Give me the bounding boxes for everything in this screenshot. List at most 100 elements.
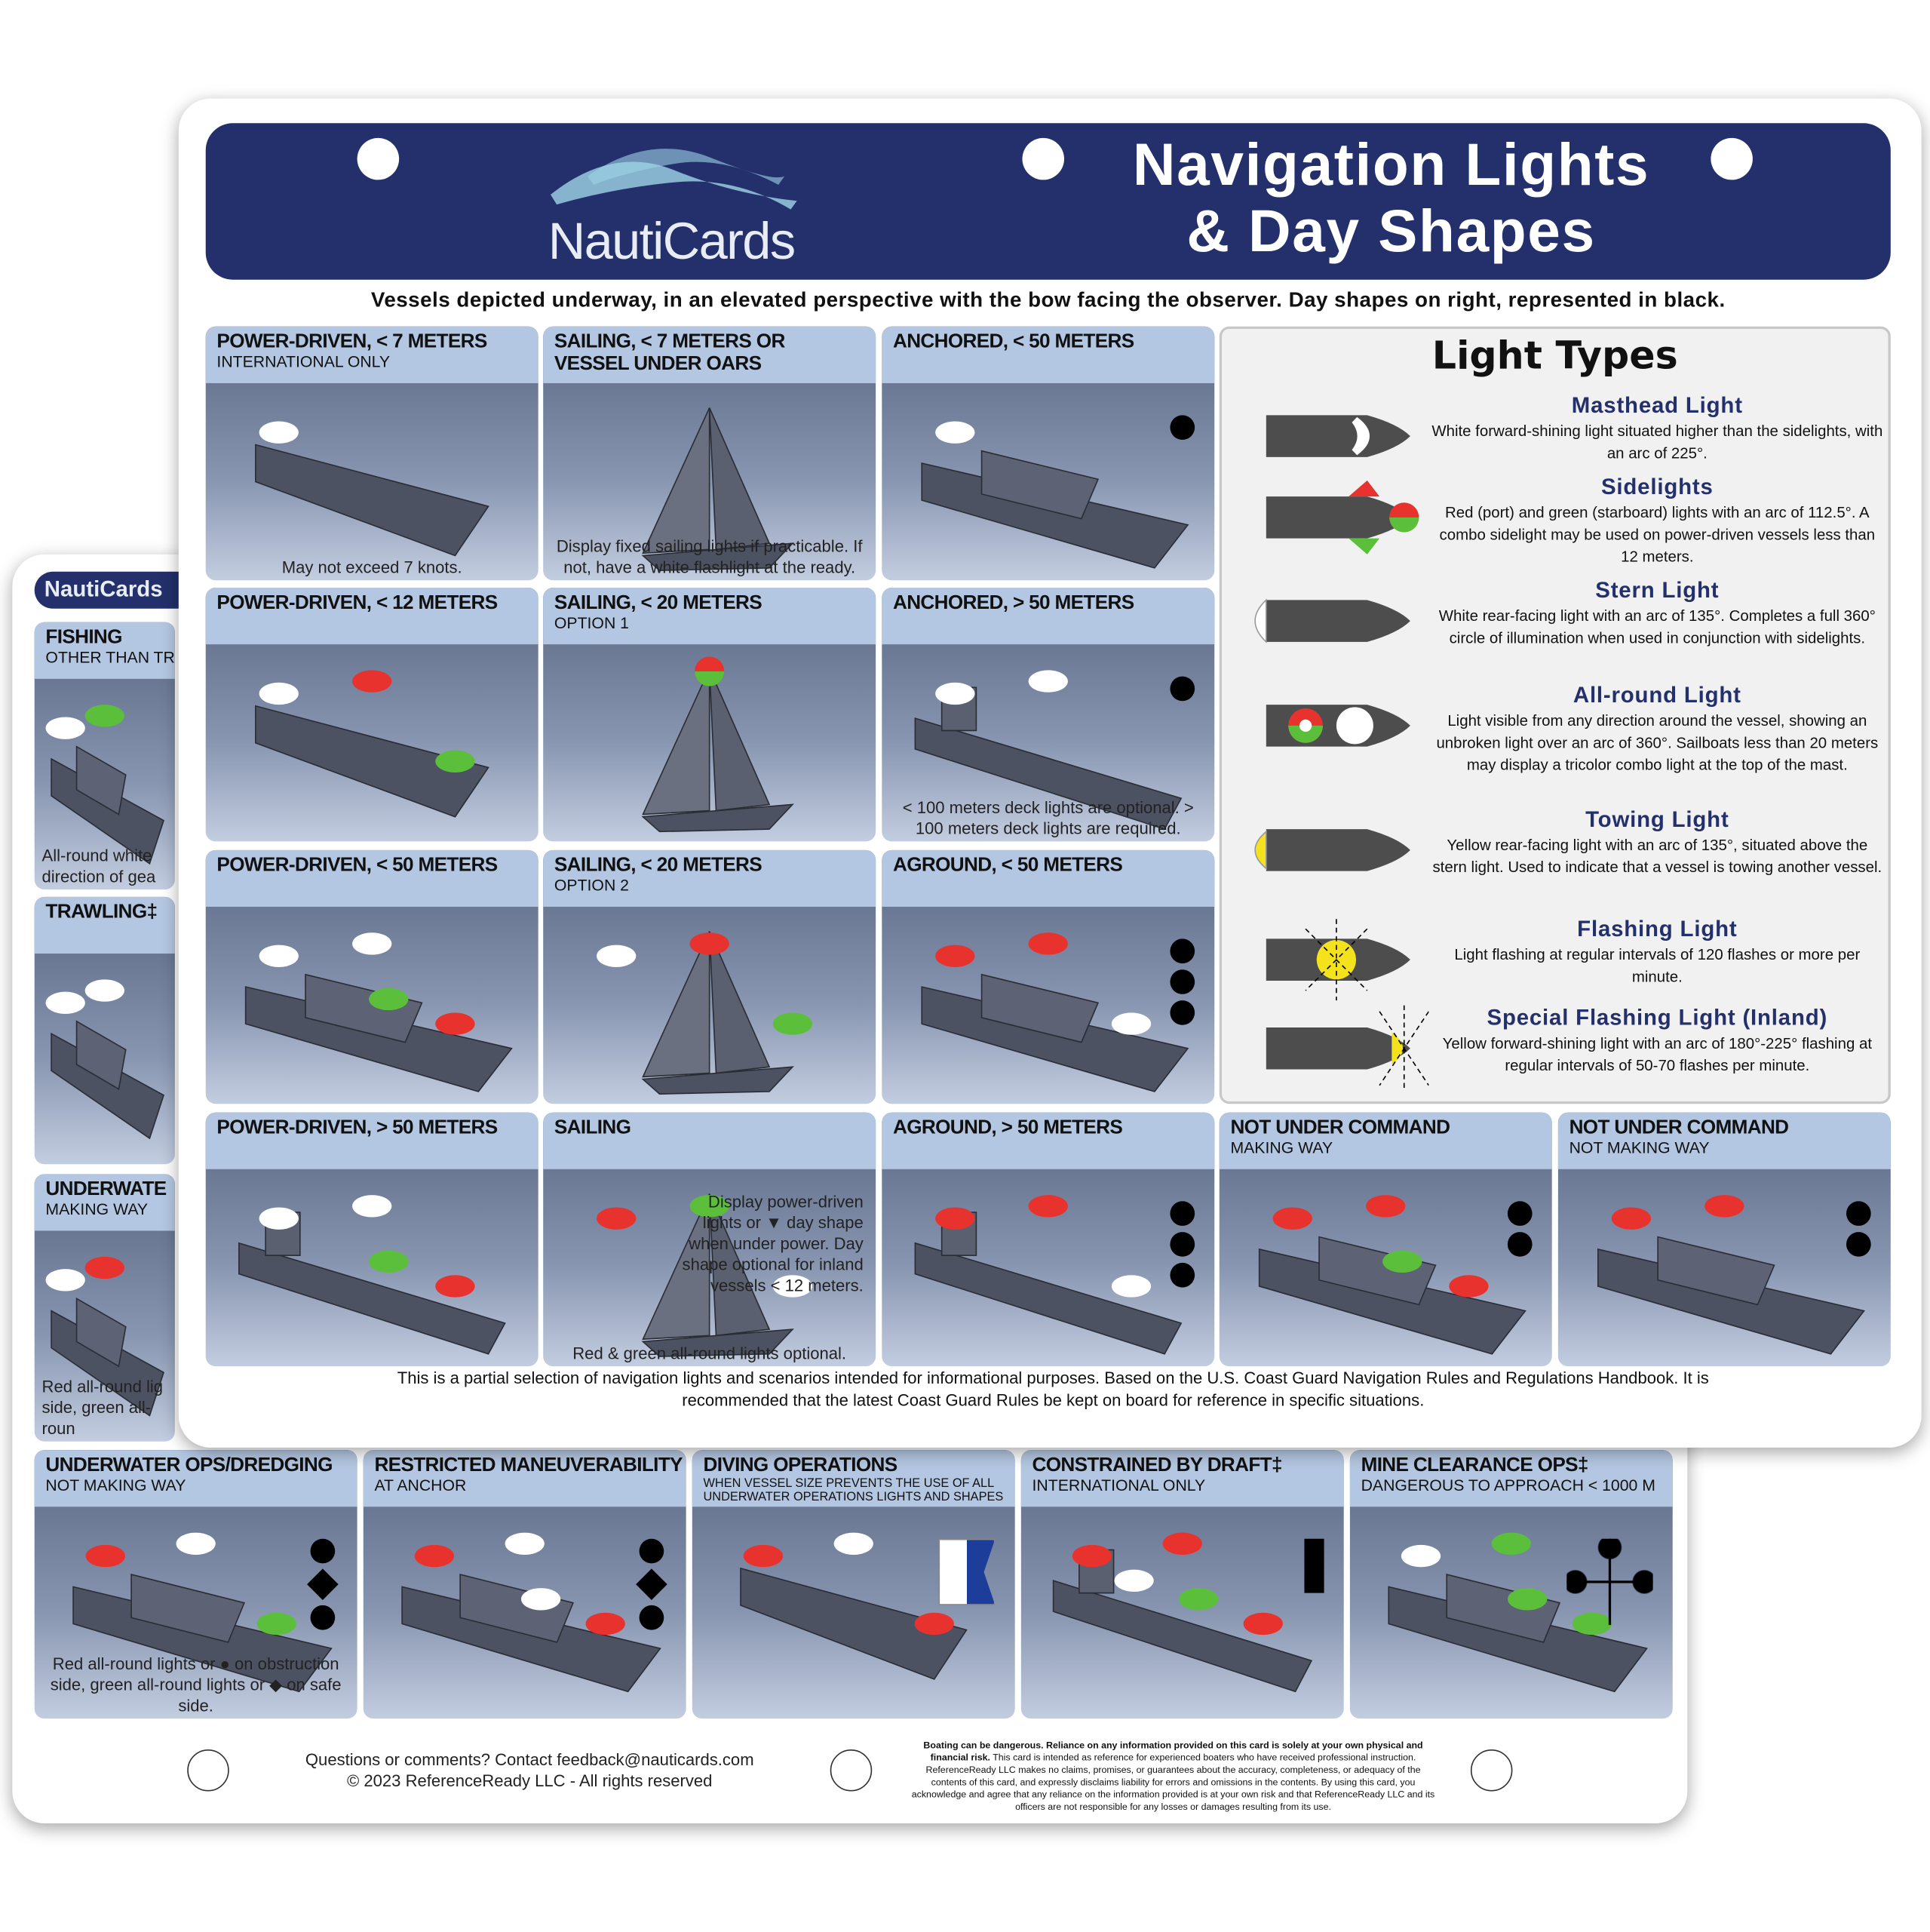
red-light [1272, 1207, 1312, 1230]
white-light [505, 1532, 545, 1555]
tile-subtitle: NOT MAKING WAY [1569, 1138, 1710, 1157]
red-light [1243, 1612, 1283, 1636]
vessel-illustration [921, 932, 1189, 1092]
tile-header: AGROUND, > 50 METERS [882, 1112, 1215, 1169]
light-type-description: Yellow rear-facing light with an arc of … [1432, 836, 1882, 877]
tile-header: SAILING [543, 1112, 876, 1169]
tile-title: CONSTRAINED BY DRAFT‡ [1032, 1454, 1283, 1476]
ball-day-shape [1846, 1232, 1871, 1257]
ball-day-shape [1170, 938, 1195, 964]
vessel-illustration [641, 407, 794, 571]
tile-note: Red all-round lig side, green all-roun [41, 1377, 164, 1438]
contact-text: Questions or comments? Contact feedback@… [305, 1750, 754, 1770]
scenario-tile: CONSTRAINED BY DRAFT‡INTERNATIONAL ONLY [1020, 1450, 1344, 1719]
ball-day-shape [1170, 969, 1195, 994]
white-light [1111, 1012, 1152, 1035]
tile-title: SAILING, < 20 METERS [554, 592, 762, 614]
towing-light-icon [1254, 829, 1410, 871]
punch-hole [1470, 1749, 1513, 1792]
white-light [352, 932, 392, 955]
light-type-description: White rear-facing light with an arc of 1… [1438, 607, 1876, 647]
vessel-illustration [740, 1532, 968, 1680]
light-type-name: All-round Light [1573, 682, 1741, 708]
scenario-tile: POWER-DRIVEN, > 50 METERS [205, 1112, 538, 1367]
brand-logo: NautiCards [548, 211, 796, 270]
ball-day-shape [1170, 676, 1195, 702]
green-light [435, 750, 475, 772]
wave-logo-icon [550, 149, 797, 210]
tile-note: All-round white direction of gea [41, 846, 156, 886]
vessel-illustration [1258, 1195, 1527, 1355]
red-light [1162, 1532, 1202, 1555]
title-line-2: & Day Shapes [1186, 199, 1596, 266]
subtitle: Vessels depicted underway, in an elevate… [370, 288, 1726, 312]
tile-subtitle: DANGEROUS TO APPROACH < 1000 M [1361, 1476, 1655, 1494]
tile-note: Display fixed sailing lights if practica… [556, 537, 863, 577]
back-logo: NautiCards [34, 571, 207, 609]
punch-hole [357, 137, 400, 180]
white-light [259, 1207, 299, 1230]
vessel-illustration [597, 1193, 813, 1357]
ball-day-shape [1170, 1232, 1195, 1257]
dia-day-shape [307, 1568, 339, 1600]
red-light [914, 1612, 954, 1636]
tile-title: AGROUND, > 50 METERS [892, 1117, 1123, 1138]
cross-day-shape [1566, 1538, 1653, 1626]
red-light [1072, 1544, 1112, 1568]
disclaimer: This is a partial selection of navigatio… [397, 1368, 1709, 1410]
vessel-illustration [244, 932, 513, 1092]
scenario-tile: AGROUND, > 50 METERS [882, 1112, 1215, 1367]
red-light [597, 1207, 637, 1230]
green-light [84, 705, 124, 727]
vessel-illustration [401, 1532, 661, 1693]
white-light [84, 979, 124, 1002]
green-light [369, 1250, 409, 1273]
vessel-illustration [255, 670, 489, 818]
white-light [520, 1588, 561, 1611]
white-light [1111, 1275, 1152, 1298]
white-light [45, 991, 85, 1015]
day-shapes [1170, 1201, 1195, 1288]
vessel-illustration [597, 931, 813, 1095]
header-band: NautiCards Navigation Lights & Day Shape… [205, 123, 1891, 280]
vessel-illustration [255, 421, 489, 557]
light-type-name: Flashing Light [1577, 917, 1738, 941]
light-type-name: Stern Light [1595, 577, 1720, 603]
vessel-illustration [72, 1532, 333, 1693]
ball-day-shape [310, 1605, 336, 1630]
tile-subtitle: OTHER THAN TR [45, 648, 175, 667]
allround-light-icon [1266, 705, 1410, 747]
ball-day-shape [1507, 1232, 1533, 1257]
green-light [369, 988, 409, 1011]
vessel-illustration [1052, 1532, 1313, 1693]
white-light [772, 1275, 813, 1298]
green-light [689, 1195, 729, 1218]
red-light [414, 1544, 455, 1568]
green-light [256, 1612, 296, 1636]
legal-disclaimer: Boating can be dangerous. Reliance on an… [911, 1740, 1435, 1814]
scenario-tile: ANCHORED, < 50 METERS [882, 326, 1215, 581]
tile-title: DIVING OPERATIONS [703, 1454, 898, 1476]
light-type-name: Masthead Light [1571, 392, 1743, 418]
vessel-illustration [238, 1195, 506, 1355]
red-light [435, 1275, 475, 1298]
legal-text: This card is intended as reference for e… [911, 1752, 1435, 1813]
vessel-illustration [921, 421, 1189, 569]
red-light [935, 1207, 975, 1230]
flashing-light-icon [1266, 919, 1410, 1001]
red-light [352, 670, 392, 693]
white-light [1028, 670, 1068, 693]
white-light [935, 421, 975, 444]
red-light [585, 1612, 625, 1636]
light-type-description: White forward-shining light situated hig… [1431, 422, 1883, 462]
white-light [259, 421, 299, 444]
